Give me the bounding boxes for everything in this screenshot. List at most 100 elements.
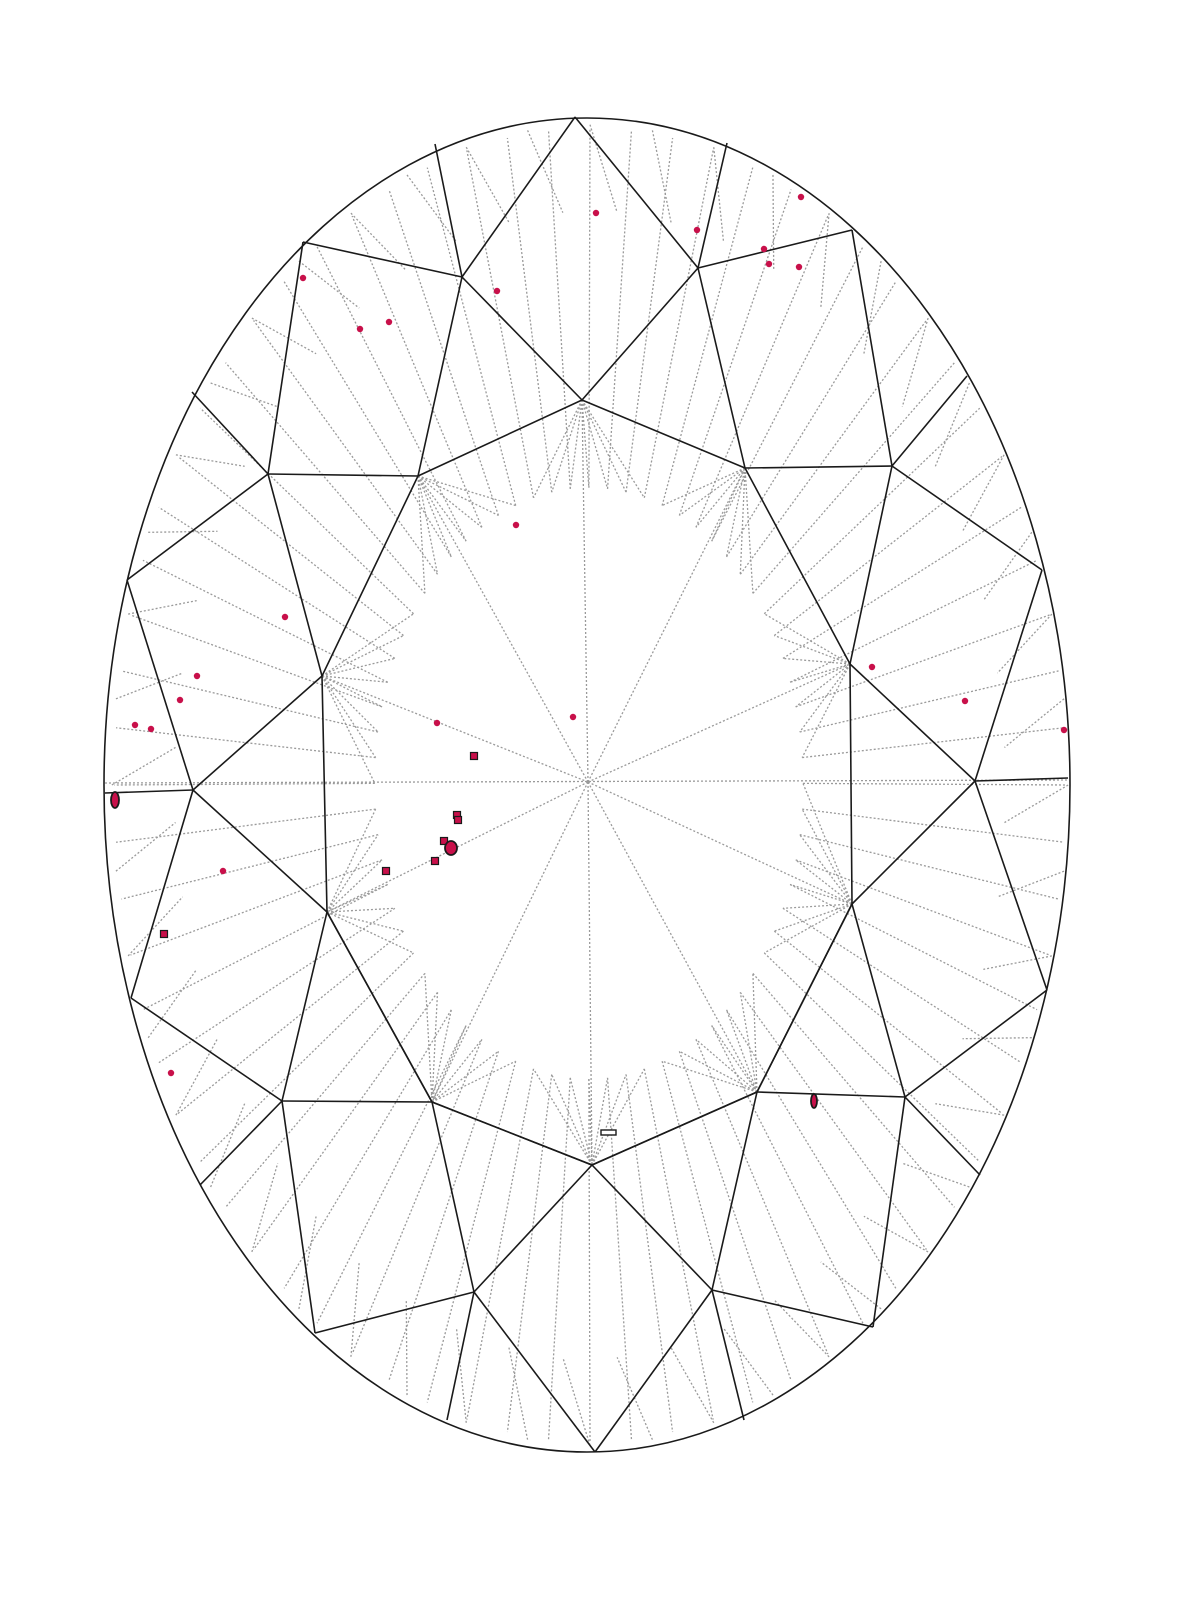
pinpoint-marker — [147, 725, 155, 733]
pavilion-half-line — [417, 475, 483, 528]
pavilion-half-line — [121, 834, 379, 900]
pavilion-half-line — [283, 281, 452, 558]
lower-girdle-line — [983, 955, 1053, 971]
crown-facet-edge — [192, 675, 323, 791]
pinpoint-marker — [219, 867, 227, 875]
pinpoint-marker — [281, 613, 289, 621]
pavilion-axis-line — [104, 779, 1069, 784]
pavilion-half-line — [581, 399, 609, 490]
lower-girdle-line — [935, 1103, 1005, 1116]
crystal-marker — [439, 836, 449, 846]
pavilion-half-line — [591, 1074, 627, 1166]
girdle-outline — [103, 117, 1071, 1453]
feather-marker — [444, 840, 458, 856]
pavilion-half-line — [547, 1077, 571, 1440]
crown-facet-edge — [891, 375, 968, 467]
pavilion-half-line — [326, 907, 395, 913]
pavilion-half-line — [142, 883, 389, 1011]
lower-girdle-line — [863, 261, 882, 354]
lower-girdle-line — [147, 969, 198, 1039]
pavilion-half-line — [799, 663, 851, 733]
pinpoint-marker — [760, 245, 768, 253]
pavilion-half-line — [661, 1060, 758, 1093]
pavilion-half-line — [581, 399, 590, 488]
pavilion-half-line — [199, 407, 414, 615]
pavilion-half-line — [551, 1074, 593, 1166]
pinpoint-marker — [385, 318, 393, 326]
pavilion-half-line — [774, 634, 851, 665]
lower-girdle-line — [298, 260, 360, 309]
pavilion-half-line — [417, 475, 439, 575]
pavilion-half-line — [799, 670, 1059, 733]
lower-girdle-line — [820, 1261, 882, 1310]
pavilion-half-line — [711, 1025, 758, 1093]
feather-marker — [110, 791, 120, 809]
pavilion-half-line — [581, 399, 627, 493]
crown-facet-edge — [473, 1164, 593, 1293]
pavilion-half-line — [547, 130, 571, 489]
lower-girdle-line — [1004, 698, 1065, 748]
pavilion-half-line — [711, 246, 864, 542]
pavilion-facet-lines — [104, 124, 1069, 1446]
lower-girdle-line — [115, 672, 183, 700]
pinpoint-marker — [193, 672, 201, 680]
pavilion-half-line — [316, 1025, 467, 1324]
pavilion-half-line — [678, 1051, 792, 1381]
pavilion-half-line — [802, 808, 1065, 843]
crown-facet-edge — [314, 1291, 475, 1334]
pavilion-main-line — [587, 663, 851, 783]
pavilion-half-line — [388, 189, 500, 516]
lower-girdle-line — [901, 317, 929, 407]
pavilion-half-line — [789, 559, 1038, 683]
lower-girdle-line — [298, 1216, 317, 1309]
pavilion-half-line — [121, 670, 379, 733]
pavilion-half-line — [625, 137, 674, 493]
pinpoint-marker — [176, 696, 184, 704]
pavilion-half-line — [431, 1050, 499, 1103]
crown-facet-edge — [711, 1289, 874, 1328]
pavilion-half-line — [326, 808, 377, 913]
pavilion-half-line — [789, 663, 851, 683]
pavilion-half-line — [426, 1061, 517, 1403]
pavilion-half-line — [431, 992, 439, 1103]
lower-girdle-line — [127, 599, 197, 615]
crown-facet-edge — [434, 143, 463, 278]
pavilion-half-line — [744, 467, 754, 594]
pavilion-half-line — [199, 952, 414, 1163]
pavilion-half-line — [763, 903, 853, 954]
pavilion-half-line — [695, 467, 746, 528]
pavilion-half-line — [321, 675, 379, 733]
pavilion-half-line — [253, 992, 439, 1250]
pavilion-half-line — [679, 1050, 758, 1093]
pavilion-half-line — [253, 320, 439, 575]
crown-facet-edge — [431, 1101, 593, 1166]
crystal-marker — [453, 815, 463, 825]
pavilion-half-line — [321, 657, 396, 677]
lower-girdle-line — [251, 1163, 279, 1253]
crown-facet-edge — [461, 276, 583, 401]
lower-girdle-line — [526, 130, 564, 213]
pavilion-half-line — [326, 883, 388, 913]
pavilion-half-line — [725, 1009, 897, 1289]
crystal-marker — [159, 929, 169, 939]
pavilion-half-line — [695, 215, 829, 528]
crown-facet-edge — [851, 780, 976, 905]
lower-girdle-line — [820, 213, 830, 309]
pavilion-half-line — [695, 1038, 758, 1093]
pavilion-half-line — [158, 506, 396, 659]
pavilion-half-line — [569, 399, 583, 489]
lower-girdle-line — [670, 1347, 715, 1424]
crown-facet-edge — [126, 579, 194, 791]
pavilion-half-line — [725, 1009, 758, 1093]
lower-girdle-line — [996, 613, 1053, 674]
pavilion-main-line — [587, 467, 746, 783]
pavilion-half-line — [625, 1074, 674, 1433]
lower-girdle-line — [115, 822, 176, 872]
lower-girdle-line — [962, 1037, 1032, 1040]
crown-facet-edge — [417, 276, 463, 477]
pavilion-main-line — [431, 781, 589, 1103]
crown-facet-edge — [267, 473, 419, 477]
pavilion-half-line — [130, 859, 383, 956]
pavilion-half-line — [795, 614, 1050, 708]
lower-girdle-line — [722, 1327, 774, 1396]
